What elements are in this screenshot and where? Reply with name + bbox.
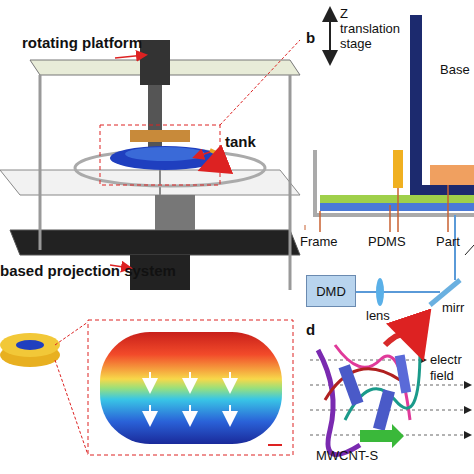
field-simulation — [0, 320, 293, 455]
part-label: lens — [366, 308, 406, 323]
part-label: Frame — [300, 234, 345, 249]
part-label: rotating platform — [22, 35, 172, 50]
part-label: electr — [430, 352, 474, 367]
schematic — [305, 10, 474, 306]
part-label: MWCNT-S — [316, 448, 396, 463]
part-label: PDMS — [368, 234, 413, 249]
printer-frame — [0, 40, 300, 290]
part-label: Z translation stage — [340, 6, 410, 51]
node-text: DMD — [316, 284, 346, 299]
part-label: field — [430, 368, 474, 383]
molecular-sketch — [310, 334, 470, 455]
part-label: Base — [440, 62, 474, 77]
part-label: Part — [436, 234, 474, 249]
part-label: based projection system — [0, 263, 220, 278]
part-label: tank — [225, 134, 285, 149]
part-label: mirr — [442, 300, 474, 315]
panel-letter: b — [306, 30, 326, 45]
dmd-box: DMD — [306, 275, 356, 307]
panel-letter: d — [306, 322, 326, 337]
